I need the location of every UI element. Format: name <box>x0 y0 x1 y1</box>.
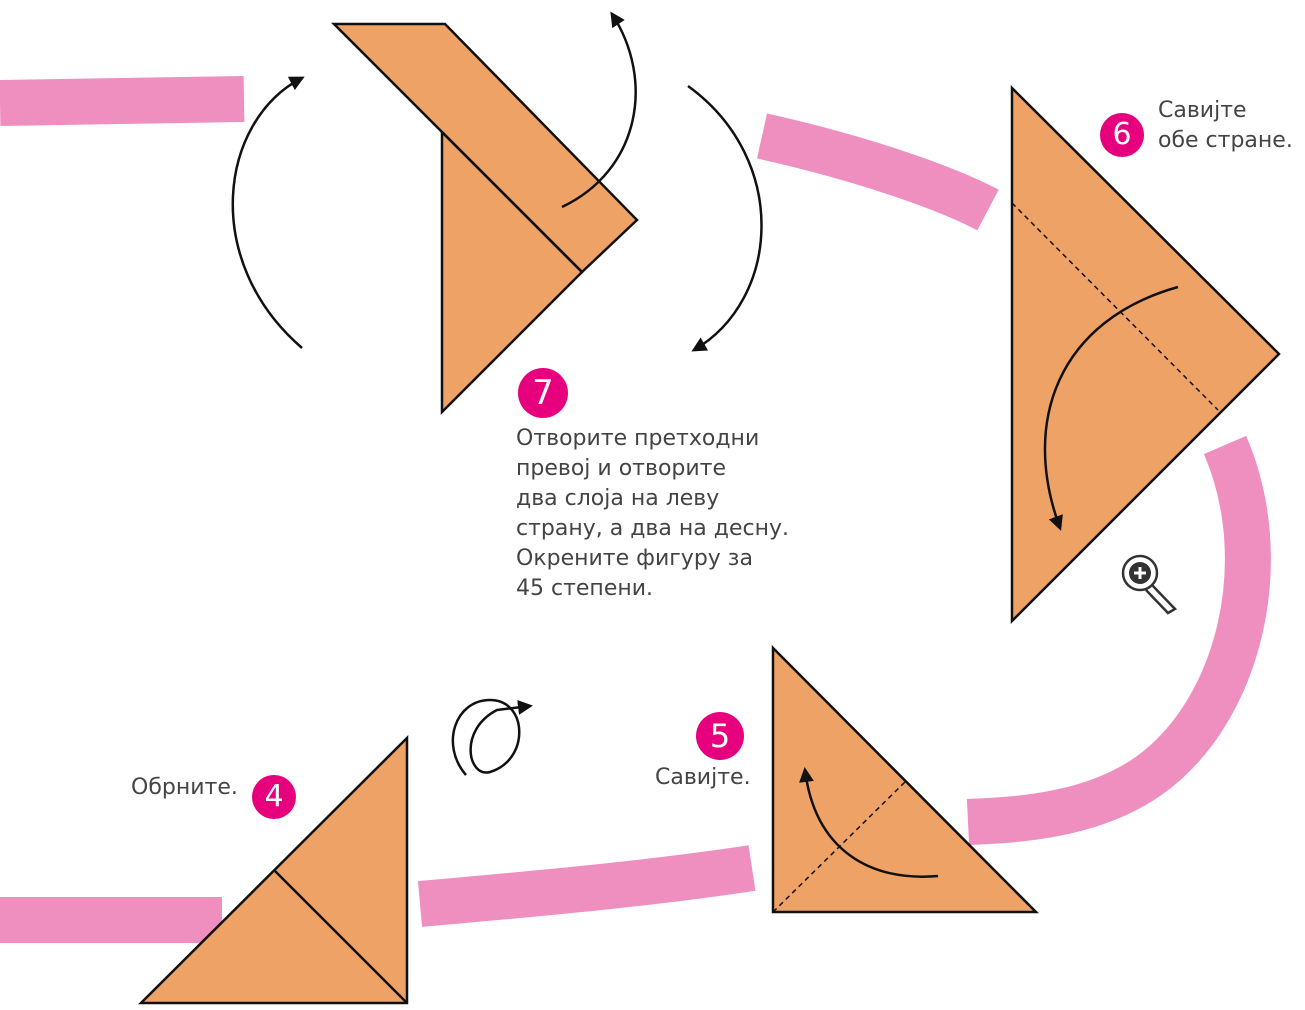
magnifier-plus-icon <box>1123 556 1175 613</box>
step-6-number: 6 <box>1100 113 1144 157</box>
step-7-instruction: Отворите претходни превој и отворите два… <box>516 424 789 604</box>
step-4-instruction: Обрните. <box>131 773 238 803</box>
step-5-instruction: Савијте. <box>655 763 751 793</box>
step7-figure <box>334 24 637 412</box>
pink-path-bottom-middle <box>420 868 752 904</box>
step7-right-arrow-icon <box>688 86 762 350</box>
step-7-number: 7 <box>518 368 568 418</box>
step-5-number: 5 <box>696 712 744 760</box>
pink-path-top-left <box>0 99 244 103</box>
step5-figure <box>773 648 1036 912</box>
turn-over-icon <box>453 700 530 775</box>
step-6-instruction: Савијте обе стране. <box>1158 96 1293 156</box>
pink-path-top-right <box>762 136 988 210</box>
step-4-number: 4 <box>252 775 296 819</box>
